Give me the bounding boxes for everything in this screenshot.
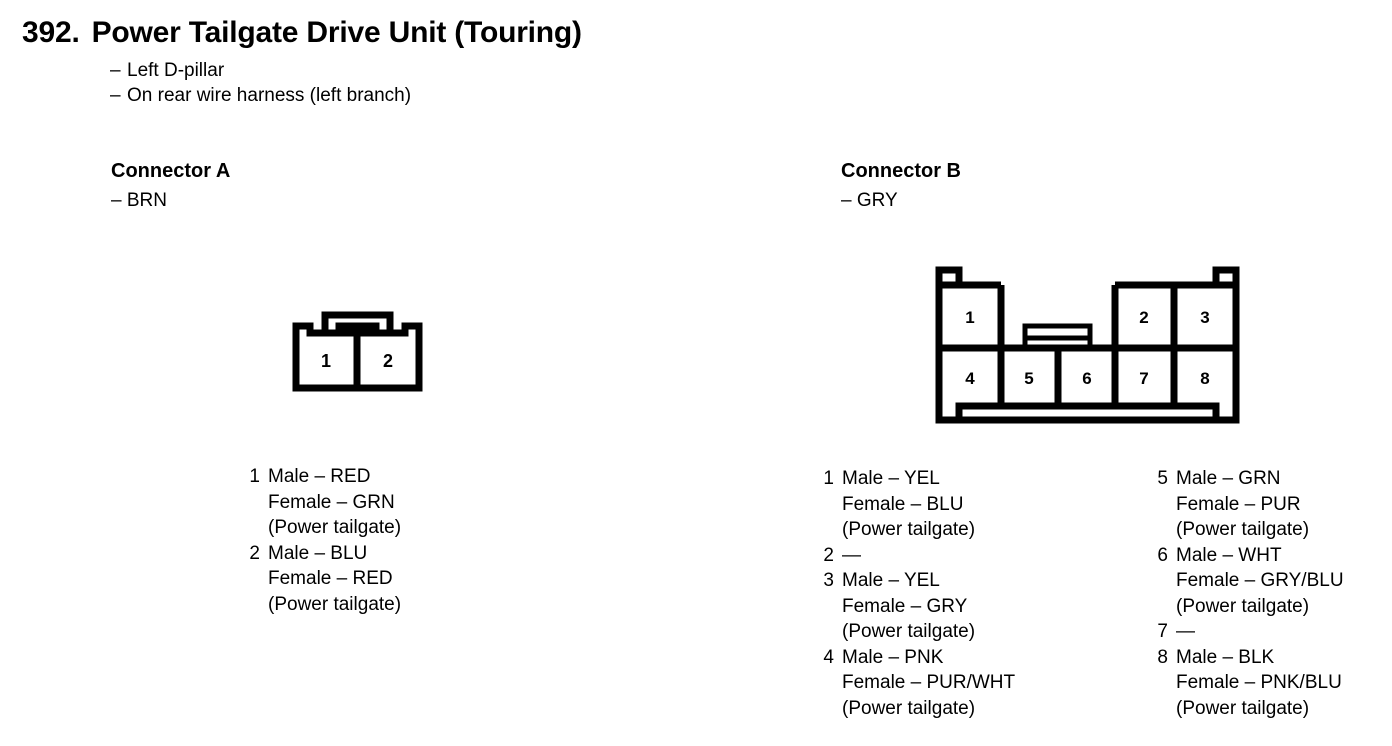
- pin-detail-line: Male – GRN: [1176, 468, 1281, 489]
- pin-detail-line: (Power tailgate): [842, 621, 976, 642]
- pin-detail-line: Female – GRN: [268, 491, 395, 513]
- pin-detail-lines: Male – GRN Female – PUR (Power tailgate): [1176, 466, 1309, 543]
- cell-label-2: 2: [1139, 308, 1148, 327]
- cell-label-4: 4: [965, 369, 975, 388]
- pin-number: 5: [1157, 468, 1168, 489]
- connector-a-color: – BRN: [111, 190, 167, 211]
- pin-detail-lines: Male – BLK Female – PNK/BLU (Power tailgat…: [1176, 645, 1342, 722]
- cell-label-1: 1: [321, 351, 331, 371]
- notch-top-left: [939, 266, 1001, 289]
- pin-detail-line: (Power tailgate): [1176, 697, 1310, 719]
- pin-entry: 2—: [812, 543, 1015, 569]
- pin-detail-line: (Power tailgate): [1176, 595, 1310, 617]
- pin-detail-line: —: [842, 544, 861, 566]
- section-number: 392.: [22, 16, 80, 49]
- page-header: 392. Power Tailgate Drive Unit (Touring)…: [22, 16, 582, 108]
- pin-detail-line: (Power tailgate): [842, 519, 976, 540]
- pin-number: 1: [823, 468, 834, 489]
- location-notes: –Left D-pillar –On rear wire harness (le…: [110, 58, 582, 108]
- connector-a-title: Connector A: [111, 160, 231, 182]
- connector-a-diagram: 1 2: [290, 305, 425, 395]
- cell-label-1: 1: [965, 308, 974, 327]
- pin-detail-line: (Power tailgate): [842, 697, 976, 719]
- bullet-dash: –: [110, 60, 121, 81]
- location-note-text: On rear wire harness (left branch): [127, 85, 412, 106]
- pin-detail-line: Male – YEL: [842, 468, 940, 489]
- pin-number: 7: [1157, 621, 1168, 642]
- pin-detail-line: Female – GRY/BLU: [1176, 570, 1344, 591]
- pin-detail-lines: Male – YEL Female – GRY (Power tailgate): [842, 568, 975, 645]
- pin-detail-lines: Male – PNK Female – PUR/WHT (Power tailgat…: [842, 645, 1015, 722]
- pin-detail-lines: Male – BLU Female – RED (Power tailgate): [268, 541, 401, 618]
- pin-detail-line: Female – GRY: [842, 595, 968, 617]
- pin-entry: 3 Male – YEL Female – GRY (Power tailgate): [812, 568, 1015, 645]
- pin-detail-line: Female – PUR: [1176, 493, 1301, 515]
- connector-b-color: – GRY: [841, 190, 898, 211]
- pin-detail-lines: Male – RED Female – GRN (Power tailgate): [268, 464, 401, 541]
- connector-b-title: Connector B: [841, 160, 961, 182]
- pin-entry: 8 Male – BLK Female – PNK/BLU (Power tailga…: [1146, 645, 1344, 722]
- connector-b-diagram: 1 2 3 4 5 6 7 8: [930, 260, 1245, 435]
- pin-entry: 2 Male – BLU Female – RED (Power tailgate): [238, 541, 401, 618]
- pin-number: 6: [1157, 544, 1168, 566]
- pin-detail-line: —: [1176, 621, 1195, 642]
- page-title: 392. Power Tailgate Drive Unit (Touring): [22, 16, 582, 50]
- pin-detail-line: Male – YEL: [842, 570, 940, 591]
- pin-detail-line: Female – PUR/WHT: [842, 672, 1016, 693]
- latch-tab-outer: [321, 311, 394, 333]
- pin-detail-line: Female – PNK/BLU: [1176, 672, 1342, 693]
- pin-entry: 1 Male – YEL Female – BLU (Power tailgate): [812, 466, 1015, 543]
- pin-entry: 4 Male – PNK Female – PUR/WHT (Power tailga…: [812, 645, 1015, 722]
- pin-detail-line: Male – RED: [268, 466, 371, 487]
- location-note: –Left D-pillar: [110, 58, 582, 83]
- pin-detail-line: Female – BLU: [842, 493, 964, 515]
- pin-entry: 6 Male – WHT Female – GRY/BLU (Power tailga…: [1146, 543, 1344, 620]
- cell-label-3: 3: [1200, 308, 1209, 327]
- location-note: –On rear wire harness (left branch): [110, 83, 582, 108]
- pin-detail-line: (Power tailgate): [268, 593, 402, 615]
- pin-entry: 7—: [1146, 619, 1344, 645]
- cell-label-2: 2: [383, 351, 393, 371]
- cell-label-6: 6: [1082, 369, 1091, 388]
- pin-detail-lines: —: [842, 543, 861, 569]
- pin-number: 4: [823, 646, 834, 668]
- pin-number: 3: [823, 570, 834, 591]
- pin-number: 2: [823, 544, 834, 566]
- connector-b-heading: Connector B – GRY: [841, 160, 961, 212]
- location-note-text: Left D-pillar: [127, 60, 225, 81]
- pin-detail-lines: —: [1176, 619, 1195, 645]
- pin-number: 2: [249, 542, 260, 564]
- pin-detail-line: Male – PNK: [842, 646, 944, 668]
- connector-a-heading: Connector A – BRN: [111, 160, 230, 212]
- pin-detail-line: (Power tailgate): [1176, 519, 1310, 540]
- pin-detail-line: (Power tailgate): [268, 517, 402, 538]
- pin-number: 1: [249, 466, 260, 487]
- connector-a-body: [292, 322, 423, 392]
- pin-entry: 1 Male – RED Female – GRN (Power tailgate): [238, 464, 401, 541]
- cell-label-7: 7: [1139, 369, 1148, 388]
- pin-detail-line: Male – BLK: [1176, 646, 1275, 668]
- cell-label-8: 8: [1200, 369, 1209, 388]
- pin-detail-line: Male – BLU: [268, 542, 368, 564]
- pin-entry: 5 Male – GRN Female – PUR (Power tailgate): [1146, 466, 1344, 543]
- section-title: Power Tailgate Drive Unit (Touring): [91, 16, 582, 49]
- cell-label-5: 5: [1024, 369, 1033, 388]
- pin-detail-line: Female – RED: [268, 568, 393, 589]
- pin-detail-line: Male – WHT: [1176, 544, 1282, 566]
- bullet-dash: –: [110, 85, 121, 106]
- pin-number: 8: [1157, 646, 1168, 668]
- pin-detail-lines: Male – YEL Female – BLU (Power tailgate): [842, 466, 975, 543]
- pin-detail-lines: Male – WHT Female – GRY/BLU (Power tailgat…: [1176, 543, 1344, 620]
